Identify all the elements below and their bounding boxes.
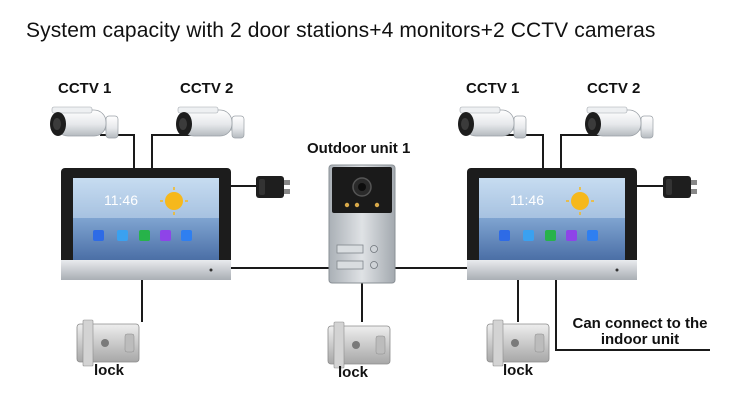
monitor-right-clock: 11:46 bbox=[510, 192, 544, 208]
cctv2-left-label: CCTV 2 bbox=[180, 80, 234, 97]
sun-icon bbox=[571, 192, 589, 210]
monitor-left-clock: 11:46 bbox=[104, 192, 138, 208]
wiring bbox=[100, 134, 710, 351]
power-adapter-icon bbox=[256, 176, 290, 198]
cctv-camera-icon bbox=[50, 106, 119, 139]
indoor-unit-note-line1: Can connect to the bbox=[572, 315, 708, 332]
diagram-title: System capacity with 2 door stations+4 m… bbox=[26, 19, 656, 42]
outdoor-unit-label: Outdoor unit 1 bbox=[307, 140, 411, 157]
cctv2-right-label: CCTV 2 bbox=[587, 80, 641, 97]
power-adapter-icon bbox=[663, 176, 697, 198]
indoor-monitor-right bbox=[467, 168, 637, 280]
lock-center-label: lock bbox=[338, 364, 369, 381]
app-icons bbox=[499, 230, 598, 241]
cctv-camera-icon bbox=[176, 106, 245, 139]
door-lock-icon bbox=[76, 319, 140, 367]
cctv1-left-label: CCTV 1 bbox=[58, 80, 112, 97]
cctv-camera-icon bbox=[585, 106, 654, 139]
door-lock-icon bbox=[327, 321, 391, 369]
cctv-camera-icon bbox=[458, 106, 527, 139]
cctv1-right-label: CCTV 1 bbox=[466, 80, 520, 97]
outdoor-panel-icon bbox=[328, 164, 396, 284]
app-icons bbox=[93, 230, 192, 241]
indoor-monitor-left bbox=[61, 168, 231, 280]
sun-icon bbox=[165, 192, 183, 210]
lock-left-label: lock bbox=[94, 362, 125, 379]
indoor-unit-note-line2: indoor unit bbox=[600, 331, 680, 348]
lock-right-label: lock bbox=[503, 362, 534, 379]
door-lock-icon bbox=[486, 319, 550, 367]
